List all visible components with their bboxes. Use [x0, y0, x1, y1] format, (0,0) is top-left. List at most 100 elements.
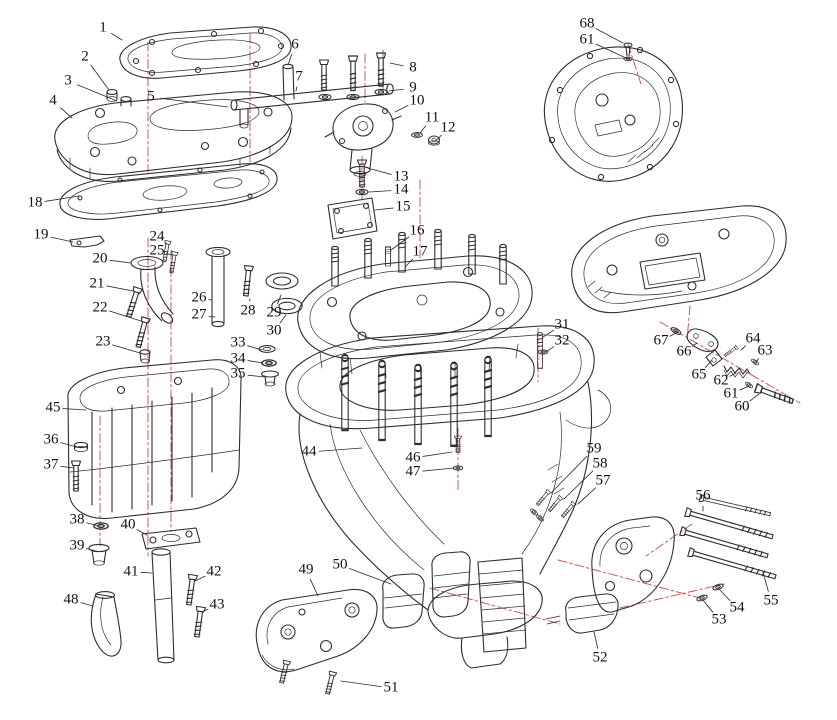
leader-line	[136, 529, 148, 536]
top-gasket	[119, 26, 292, 79]
part-38-washer	[93, 522, 109, 530]
leader-line	[106, 285, 134, 292]
leader-line	[368, 190, 392, 193]
leader-line	[247, 360, 264, 364]
leader-line	[109, 259, 132, 264]
leader-line	[577, 487, 597, 505]
leader-lines	[44, 28, 769, 688]
part-58-screw	[547, 494, 564, 513]
leader-line	[762, 571, 769, 592]
leader-line	[705, 359, 713, 368]
leader-line	[208, 315, 216, 318]
part-57-screw	[560, 500, 577, 519]
leader-line	[563, 470, 594, 500]
part-34-washer	[261, 359, 277, 367]
part-42-bolt	[183, 573, 199, 606]
left-hardware	[70, 240, 303, 664]
leader-line	[90, 64, 110, 91]
leader-line	[595, 28, 624, 44]
leader-line	[287, 54, 293, 66]
leader-line	[422, 467, 455, 472]
leader-line	[388, 88, 404, 92]
leader-line	[755, 358, 760, 363]
part-52-mount-block	[565, 593, 619, 634]
leader-line	[160, 97, 229, 108]
leader-line	[201, 608, 209, 613]
leader-line	[80, 602, 94, 607]
part-66-link	[686, 328, 719, 352]
rear-mount	[545, 494, 778, 634]
part-67-washer	[669, 325, 683, 337]
lower-casing	[285, 325, 612, 669]
leader-line	[50, 236, 74, 243]
lower-mount-stack	[431, 551, 527, 653]
mid-gasket	[59, 163, 278, 220]
leader-line	[309, 578, 319, 597]
retainer-plate-group	[327, 159, 392, 267]
leader-line	[247, 374, 265, 378]
upper-housing	[54, 89, 293, 182]
leader-line	[691, 342, 698, 347]
leader-line	[318, 447, 363, 452]
leader-line	[389, 62, 404, 67]
part-53-washer	[695, 593, 709, 603]
leader-line	[550, 455, 588, 494]
leader-line	[62, 408, 87, 411]
leader-line	[435, 134, 442, 142]
leader-line	[394, 105, 409, 113]
leader-line	[729, 372, 737, 377]
leader-line	[593, 631, 599, 649]
leader-line	[60, 107, 73, 119]
part-60-bolt	[753, 383, 795, 407]
leader-line	[740, 345, 747, 351]
shift-linkage	[669, 325, 795, 407]
leader-line	[595, 43, 627, 59]
leader-line	[718, 588, 731, 602]
leader-line	[194, 575, 206, 582]
exhaust-guide	[297, 228, 549, 447]
leader-line	[669, 332, 677, 337]
leader-line	[109, 310, 142, 322]
part-8-bolt	[318, 59, 330, 91]
leader-line	[164, 242, 168, 245]
inset-rear-view	[571, 205, 787, 314]
leader-line	[279, 314, 287, 324]
part-54-washer	[711, 582, 725, 592]
oil-pan	[67, 359, 242, 520]
leader-line	[166, 253, 173, 256]
leader-line	[247, 345, 263, 351]
water-tube	[230, 63, 394, 129]
inset-top-view	[543, 42, 683, 182]
part-28-bolt	[240, 264, 255, 297]
part-62-spring	[723, 365, 751, 375]
leader-line	[390, 236, 410, 251]
part-11-washer	[411, 132, 423, 138]
leader-line	[86, 522, 99, 527]
leader-line	[702, 599, 714, 613]
part-37-bolt	[70, 460, 82, 492]
part-29-seal	[265, 272, 299, 290]
part-64-pin	[723, 344, 739, 358]
leader-line	[749, 393, 760, 402]
leader-line	[76, 84, 118, 102]
part-65-clevis	[705, 349, 723, 367]
front-mount-bracket	[255, 573, 425, 696]
part-56-bolt	[698, 494, 772, 519]
leader-line	[60, 465, 75, 469]
leader-line	[86, 548, 97, 552]
leader-line	[542, 329, 554, 338]
leader-line	[140, 572, 153, 574]
part-30-seal	[271, 297, 303, 315]
leader-line	[374, 207, 394, 211]
leader-line	[112, 344, 141, 354]
anode-bracket	[69, 235, 105, 248]
leader-line	[405, 258, 414, 267]
leader-line	[422, 451, 453, 457]
leader-line	[111, 32, 123, 41]
part-21-bolt	[123, 286, 143, 319]
leader-line	[44, 195, 80, 202]
leader-line	[419, 125, 427, 134]
leader-line	[277, 294, 282, 305]
